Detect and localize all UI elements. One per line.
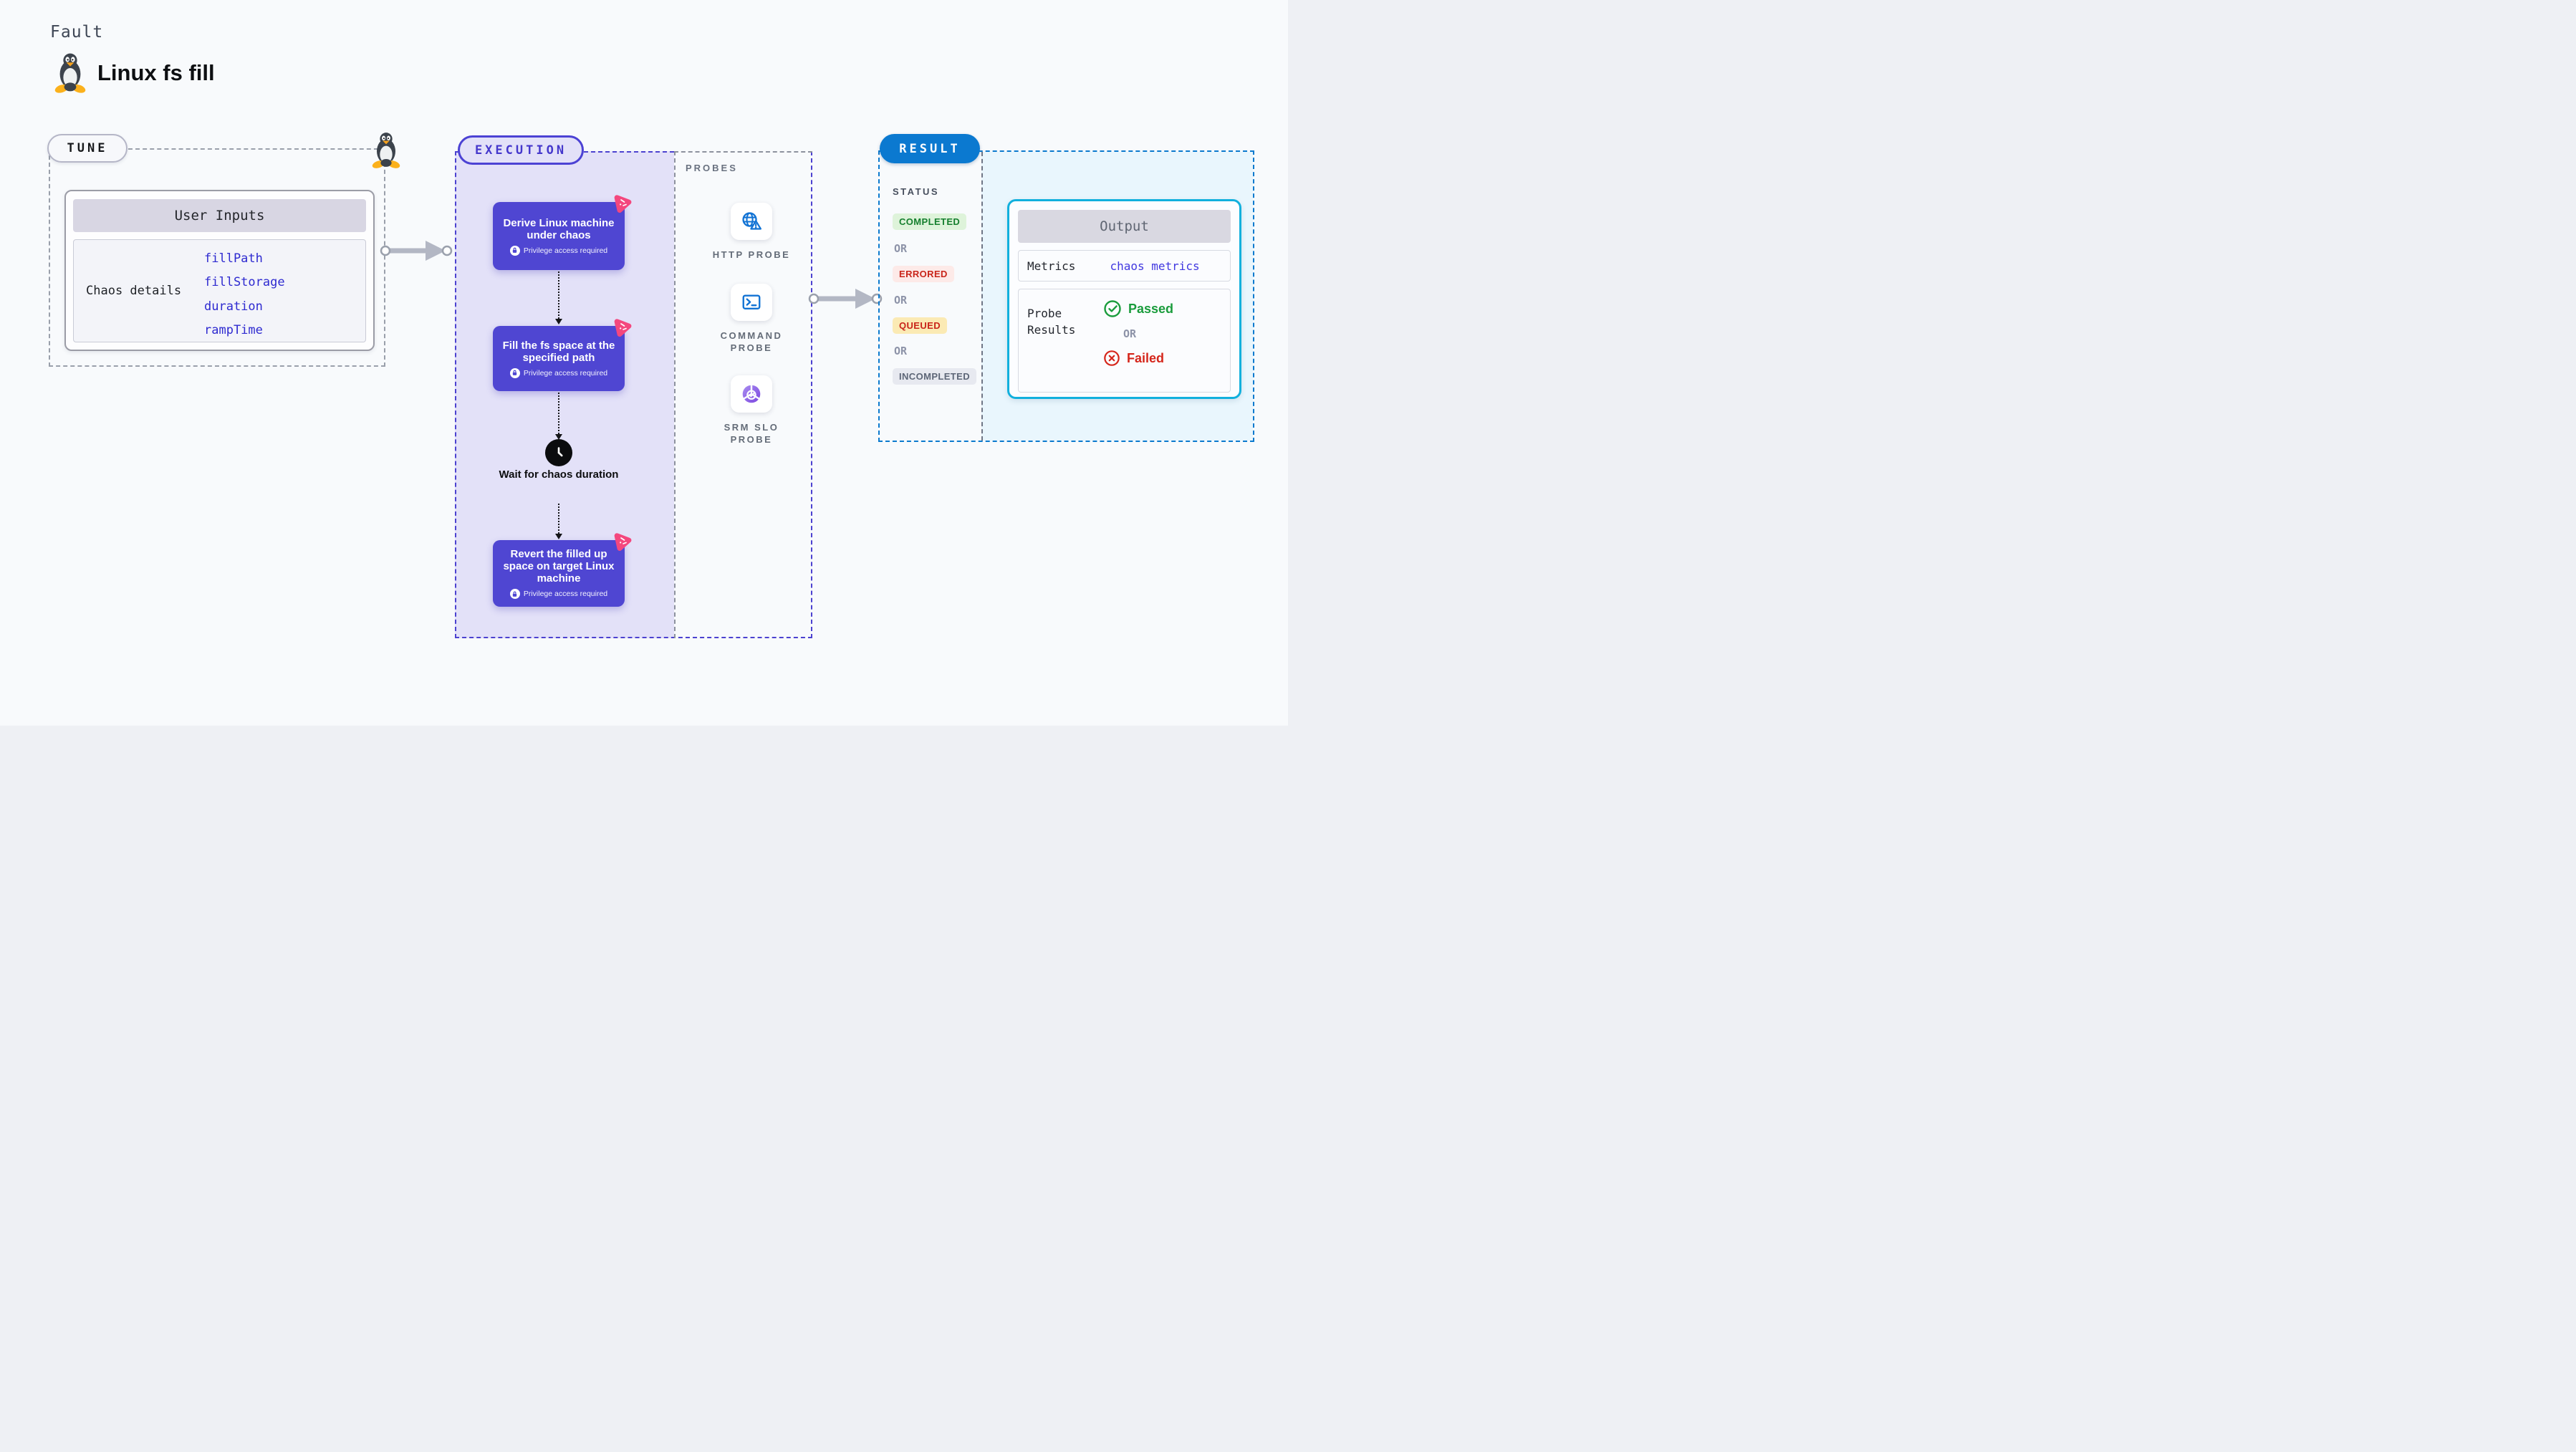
page-title: Linux fs fill xyxy=(97,60,215,85)
probe-results-values: Passed OR Failed xyxy=(1103,299,1173,367)
flow-arrow-tune-to-execution xyxy=(380,241,453,261)
chaos-details-label: Chaos details xyxy=(86,284,182,298)
check-circle-icon xyxy=(1104,300,1121,317)
status-badge-errored: ERRORED xyxy=(893,266,954,282)
step-card-derive-machine: Derive Linux machine under chaos Privile… xyxy=(493,195,632,270)
privilege-note-text: Privilege access required xyxy=(523,368,608,378)
lock-icon xyxy=(509,245,520,256)
step-title: Derive Linux machine under chaos xyxy=(503,216,615,241)
result-section-label: RESULT xyxy=(880,134,980,163)
input-link-fillpath[interactable]: fillPath xyxy=(204,251,263,266)
step-card-revert-space: Revert the filled up space on target Lin… xyxy=(493,533,632,607)
chaos-fault-icon xyxy=(614,319,632,337)
status-badge-completed: COMPLETED xyxy=(893,213,967,230)
execution-border xyxy=(811,151,812,638)
fault-diagram: Fault Linux fs fill TUNE User Inputs Cha… xyxy=(0,0,1288,726)
privilege-note: Privilege access required xyxy=(509,589,608,599)
command-probe-tile xyxy=(731,284,772,321)
tune-section-label: TUNE xyxy=(47,134,128,163)
result-section-box: STATUS COMPLETED OR ERRORED OR QUEUED OR… xyxy=(878,150,1254,442)
tune-section-box xyxy=(49,148,385,367)
output-card: Output Metrics chaos metrics Probe Resul… xyxy=(1007,199,1241,399)
lock-icon xyxy=(509,367,520,378)
passed-label: Passed xyxy=(1128,301,1174,316)
passed-row: Passed xyxy=(1103,299,1173,318)
probe-results-label: Probe Results xyxy=(1027,307,1076,337)
lock-icon xyxy=(509,589,520,599)
privilege-note: Privilege access required xyxy=(509,367,608,378)
failed-row: Failed xyxy=(1103,350,1173,367)
input-link-ramptime[interactable]: rampTime xyxy=(204,323,263,337)
status-badge-queued: QUEUED xyxy=(893,317,948,334)
flow-dotted-arrow xyxy=(555,393,562,440)
status-or-separator: OR xyxy=(894,345,908,357)
step-title: Revert the filled up space on target Lin… xyxy=(503,548,615,585)
probes-border xyxy=(674,151,812,153)
x-circle-icon xyxy=(1104,350,1120,366)
http-probe-tile xyxy=(731,203,772,240)
execution-border xyxy=(455,151,456,638)
execution-section-label: EXECUTION xyxy=(458,135,584,165)
status-or-separator: OR xyxy=(894,242,908,255)
metrics-label: Metrics xyxy=(1027,259,1076,273)
chaos-fault-icon xyxy=(614,533,632,551)
step-card-fill-fs-space: Fill the fs space at the specified path … xyxy=(493,319,632,391)
chaos-metrics-link[interactable]: chaos metrics xyxy=(1110,259,1200,273)
tux-penguin-icon xyxy=(54,53,86,93)
step-title: Fill the fs space at the specified path xyxy=(502,339,615,364)
privilege-note-text: Privilege access required xyxy=(523,590,608,598)
chaos-fault-icon xyxy=(614,195,632,213)
failed-label: Failed xyxy=(1127,350,1165,365)
http-probe-label: HTTP PROBE xyxy=(712,249,791,260)
fault-kicker: Fault xyxy=(50,23,104,42)
status-label: STATUS xyxy=(893,186,940,197)
wait-step-label: Wait for chaos duration xyxy=(499,468,619,481)
probe-results-row: Probe Results Passed OR xyxy=(1018,289,1231,393)
srm-slo-probe-label: SRM SLO PROBE xyxy=(724,422,779,445)
flow-dotted-arrow xyxy=(555,504,562,539)
probes-divider xyxy=(674,151,676,638)
user-inputs-title: User Inputs xyxy=(73,199,366,232)
output-title: Output xyxy=(1018,210,1231,243)
execution-border xyxy=(455,637,812,638)
metrics-row: Metrics chaos metrics xyxy=(1018,250,1231,282)
flow-dotted-arrow xyxy=(555,271,562,324)
clock-icon xyxy=(545,439,572,466)
srm-slo-probe-tile xyxy=(731,375,772,413)
flow-arrow-execution-to-result xyxy=(808,289,883,309)
result-or-separator: OR xyxy=(1123,327,1137,340)
srm-slo-probe-icon xyxy=(742,385,761,403)
user-inputs-card: User Inputs Chaos details fillPath fillS… xyxy=(64,190,375,351)
user-inputs-body: Chaos details fillPath fillStorage durat… xyxy=(73,239,366,342)
command-probe-label: COMMAND PROBE xyxy=(720,330,783,353)
privilege-note-text: Privilege access required xyxy=(523,246,608,255)
input-link-duration[interactable]: duration xyxy=(204,299,263,314)
status-divider xyxy=(981,152,983,441)
status-badge-incompleted: INCOMPLETED xyxy=(893,368,977,385)
http-probe-icon xyxy=(742,212,762,230)
input-link-fillstorage[interactable]: fillStorage xyxy=(204,275,285,289)
probes-section-label: PROBES xyxy=(686,163,738,173)
execution-section-box: Derive Linux machine under chaos Privile… xyxy=(455,151,812,638)
status-or-separator: OR xyxy=(894,294,908,307)
tux-penguin-icon xyxy=(372,133,400,168)
privilege-note: Privilege access required xyxy=(509,245,608,256)
command-probe-icon xyxy=(742,294,761,309)
